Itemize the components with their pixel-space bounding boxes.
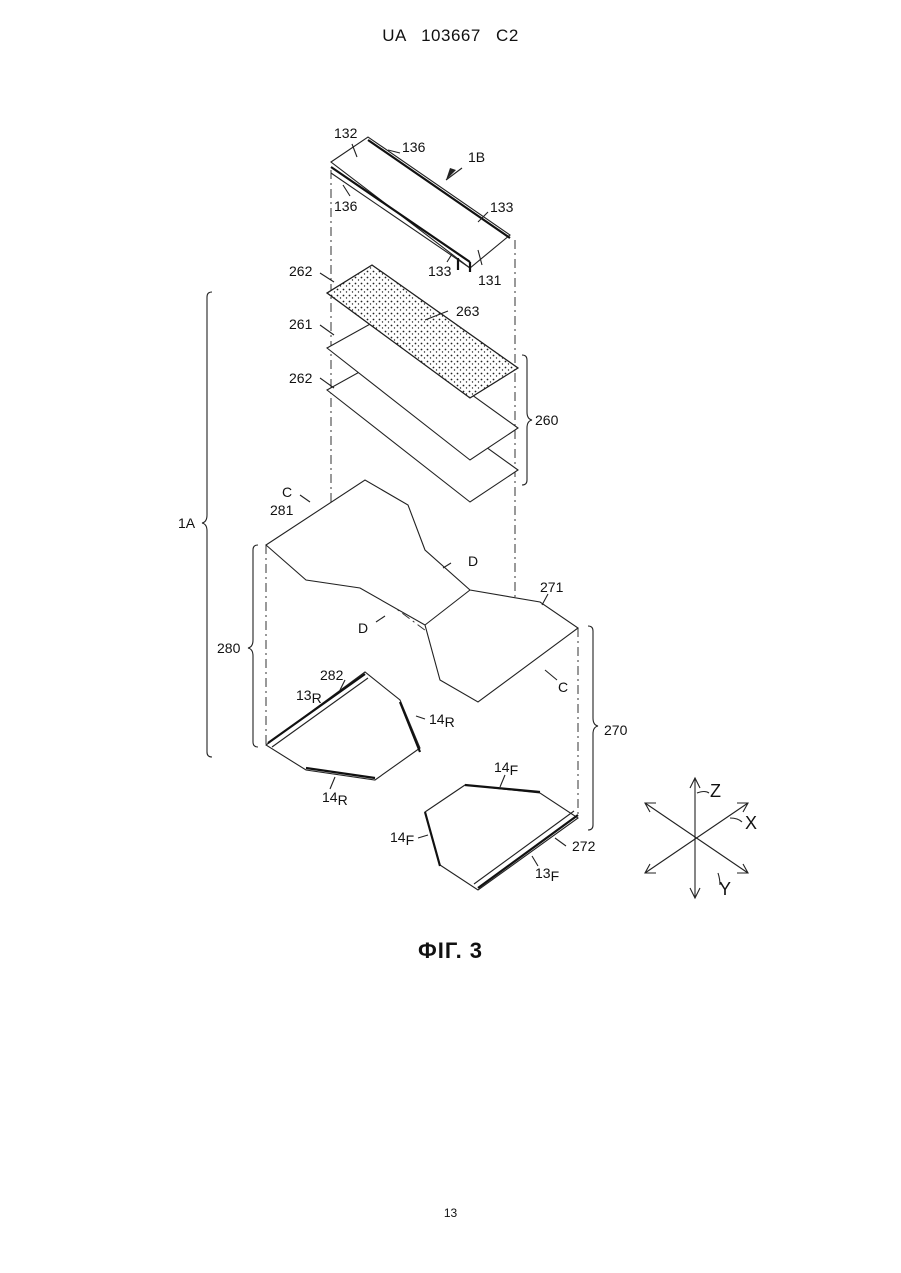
coordinate-axes: Z X Y [645, 778, 757, 899]
axis-y-label: Y [719, 879, 731, 899]
label-270: 270 [604, 722, 628, 738]
label-C-lower: C [558, 679, 568, 695]
label-14R-bottom: 14R [322, 789, 348, 808]
label-271: 271 [540, 579, 564, 595]
axis-z-label: Z [710, 781, 721, 801]
label-261: 261 [289, 316, 313, 332]
central-shaped-piece [266, 480, 578, 702]
label-133-bottom: 133 [428, 263, 452, 279]
label-263: 263 [456, 303, 480, 319]
label-132: 132 [334, 125, 358, 141]
label-281: 281 [270, 502, 294, 518]
label-14F-top: 14F [494, 759, 518, 778]
label-14R-right: 14R [429, 711, 455, 730]
label-C-upper: C [282, 484, 292, 500]
label-272: 272 [572, 838, 596, 854]
label-131: 131 [478, 272, 502, 288]
label-262-top: 262 [289, 263, 313, 279]
label-136-left: 136 [334, 198, 358, 214]
label-133-right: 133 [490, 199, 514, 215]
label-136-top: 136 [402, 139, 426, 155]
label-D-right: D [468, 553, 478, 569]
label-D-left: D [358, 620, 368, 636]
layer-stack-260 [327, 265, 518, 502]
label-262-lower: 262 [289, 370, 313, 386]
label-14F-left: 14F [390, 829, 414, 848]
label-260: 260 [535, 412, 559, 428]
label-13R: 13R [296, 687, 322, 706]
label-1A: 1A [178, 515, 196, 531]
label-280: 280 [217, 640, 241, 656]
figure-caption: ФІГ. 3 [0, 938, 901, 964]
label-282: 282 [320, 667, 344, 683]
label-13F: 13F [535, 865, 559, 884]
label-1B: 1B [468, 149, 485, 165]
axis-x-label: X [745, 813, 757, 833]
page-number: 13 [0, 1206, 901, 1220]
rear-flap-282 [266, 672, 420, 780]
